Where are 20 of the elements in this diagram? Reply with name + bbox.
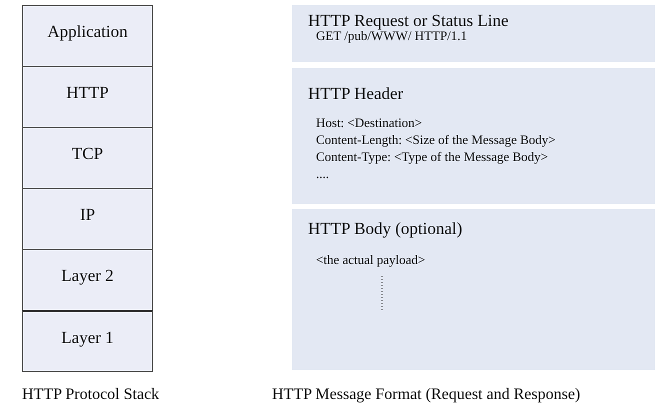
- section-text: GET /pub/WWW/ HTTP/1.1: [315, 28, 468, 44]
- protocol-layer: HTTP: [22, 66, 153, 128]
- protocol-layer: Application: [22, 5, 153, 67]
- section-text: Content-Type: <Type of the Message Body>: [315, 148, 549, 165]
- section-text: ....: [315, 165, 330, 182]
- body-panel: [292, 209, 655, 370]
- protocol-layer: IP: [22, 188, 153, 250]
- section-text: <the actual payload>: [315, 251, 426, 268]
- section-heading: HTTP Request or Status Line: [308, 11, 510, 30]
- section-heading: HTTP Body (optional): [308, 218, 464, 239]
- figure-caption: HTTP Protocol Stack: [22, 386, 160, 404]
- protocol-layer: TCP: [22, 127, 153, 189]
- section-text: Content-Length: <Size of the Message Body>: [315, 131, 557, 148]
- protocol-layer: Layer 1: [22, 310, 153, 372]
- section-heading: HTTP Header: [308, 83, 404, 104]
- request-line-panel: [292, 5, 655, 62]
- header-panel: [292, 68, 655, 204]
- figure-caption: HTTP Message Format (Request and Response): [272, 386, 580, 404]
- section-text: Host: <Destination>: [315, 114, 424, 131]
- protocol-layer: Layer 2: [22, 249, 153, 311]
